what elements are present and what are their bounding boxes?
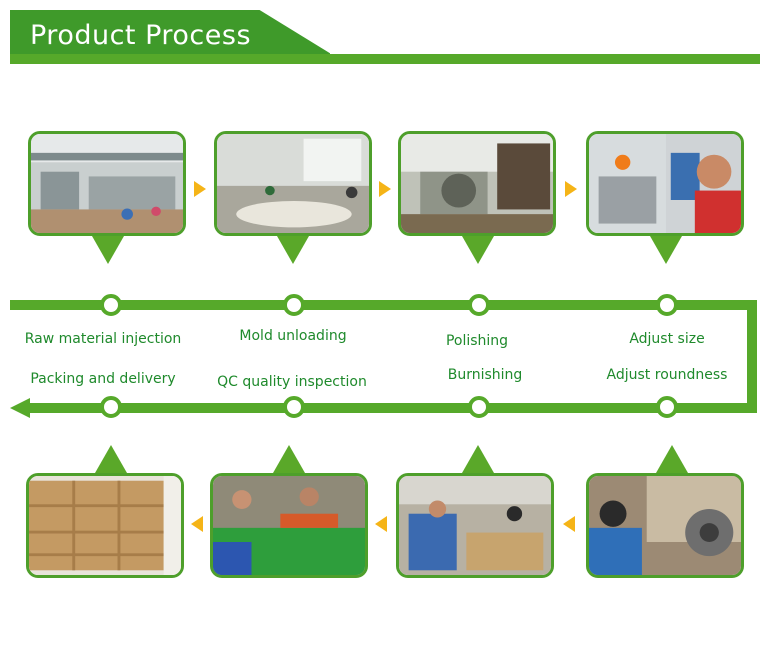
photo-adjust-size	[586, 131, 744, 236]
photo-packing-and-delivery	[26, 473, 184, 578]
label-raw-material-injection: Raw material injection	[25, 331, 182, 347]
label-adjust-size: Adjust size	[629, 331, 704, 347]
node-adjust-size	[656, 294, 678, 316]
arrow-left-3	[563, 516, 575, 532]
arrow-left-2	[375, 516, 387, 532]
arrow-right-2	[379, 181, 391, 197]
photo-burnishing	[396, 473, 554, 578]
pointer-up-3	[462, 445, 494, 473]
node-raw-material-injection	[100, 294, 122, 316]
photo-raw-material-injection	[28, 131, 186, 236]
node-polishing	[468, 294, 490, 316]
pointer-up-4	[656, 445, 688, 473]
label-adjust-roundness: Adjust roundness	[607, 367, 728, 383]
label-burnishing: Burnishing	[448, 367, 523, 383]
photo-mold-unloading	[214, 131, 372, 236]
node-packing-and-delivery	[100, 396, 122, 418]
pointer-down-3	[462, 236, 494, 264]
arrow-right-1	[194, 181, 206, 197]
pointer-down-2	[277, 236, 309, 264]
photo-qc-quality-inspection	[210, 473, 368, 578]
node-burnishing	[468, 396, 490, 418]
label-polishing: Polishing	[446, 333, 508, 349]
pointer-down-4	[650, 236, 682, 264]
photo-adjust-roundness	[586, 473, 744, 578]
page-title: Product Process	[30, 20, 251, 51]
node-qc-quality-inspection	[283, 396, 305, 418]
label-qc-quality-inspection: QC quality inspection	[217, 374, 367, 390]
node-mold-unloading	[283, 294, 305, 316]
label-packing-and-delivery: Packing and delivery	[30, 371, 175, 387]
node-adjust-roundness	[656, 396, 678, 418]
label-mold-unloading: Mold unloading	[239, 328, 346, 344]
photo-polishing	[398, 131, 556, 236]
pointer-up-2	[273, 445, 305, 473]
header-rule	[10, 54, 760, 64]
arrow-left-1	[191, 516, 203, 532]
arrow-right-3	[565, 181, 577, 197]
pointer-up-1	[95, 445, 127, 473]
pointer-down-1	[92, 236, 124, 264]
